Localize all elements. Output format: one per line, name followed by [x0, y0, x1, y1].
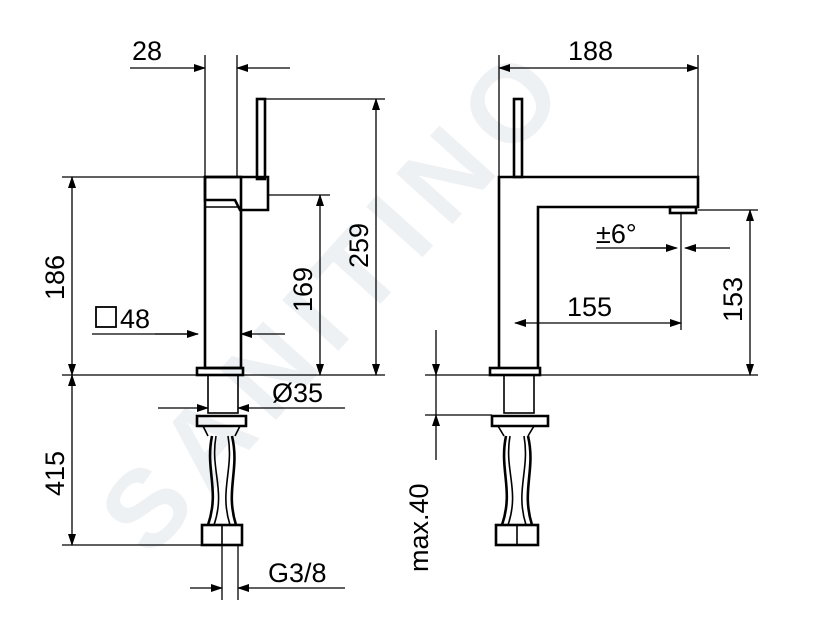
right-nut-detail [497, 425, 535, 437]
left-lever-block [203, 175, 270, 212]
right-hose-1 [500, 435, 509, 526]
left-hose-2 [230, 435, 238, 526]
dim-g38-label: G3/8 [268, 558, 327, 588]
left-lock-nut [195, 414, 248, 428]
dim-186-label: 186 [40, 255, 70, 300]
left-view: 28 186 169 259 48 Ø35 415 G3/8 [40, 36, 385, 600]
right-shank [503, 374, 535, 414]
dim-169-label: 169 [288, 267, 318, 312]
left-hose-2-inner [225, 435, 231, 526]
right-hose-2 [526, 435, 534, 526]
dim-35-label: Ø35 [272, 378, 323, 408]
square-symbol-icon [95, 306, 117, 328]
dim-188-label: 188 [568, 36, 613, 66]
right-flange [488, 366, 542, 377]
dim-259-label: 259 [344, 223, 374, 268]
right-body [497, 175, 700, 368]
right-aerator [668, 205, 698, 215]
left-nut-detail [202, 425, 241, 437]
dim-155-label: 155 [567, 292, 612, 322]
watermark-text: SANITINO [76, 20, 594, 576]
dim-48-label: 48 [120, 304, 150, 334]
left-hose-1-inner [213, 435, 220, 526]
dim-153-label: 153 [718, 277, 748, 322]
watermark: SANITINO [76, 20, 594, 576]
dim-415-label: 415 [40, 451, 70, 496]
right-hose-2-inner [521, 435, 527, 526]
left-hose-1 [206, 435, 215, 526]
right-lever [512, 97, 524, 179]
dim-max40-label: max.40 [404, 483, 434, 572]
right-lock-nut [490, 414, 550, 428]
dim-angle-label: ±6° [596, 219, 637, 249]
left-shank [207, 374, 239, 414]
left-lever [255, 97, 267, 181]
right-view: 188 ±6° 155 153 max.40 [404, 36, 758, 572]
right-hose-1-inner [507, 435, 514, 526]
dim-28-label: 28 [132, 36, 162, 66]
